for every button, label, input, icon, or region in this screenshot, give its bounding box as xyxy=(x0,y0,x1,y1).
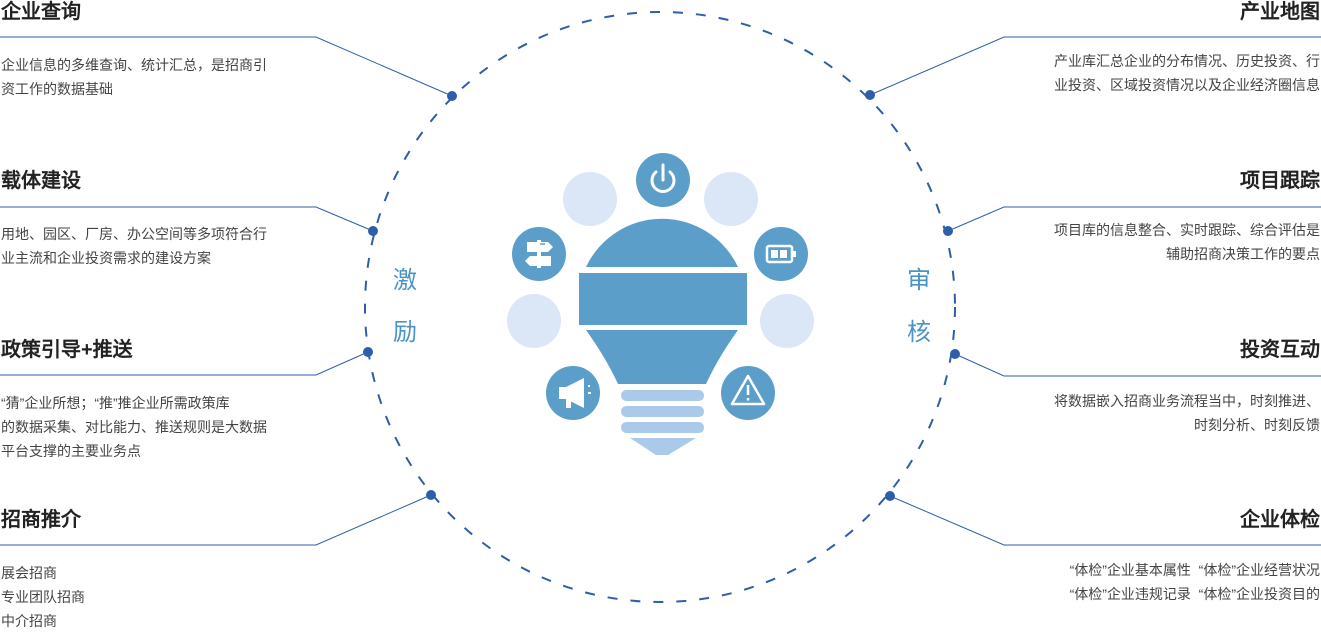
pale-circles xyxy=(507,172,814,348)
title-investment-promotion: 招商推介 xyxy=(1,509,81,531)
title-enterprise-checkup: 企业体检 xyxy=(1240,509,1320,531)
warning-icon xyxy=(721,366,775,420)
title-project-tracking: 项目跟踪 xyxy=(1240,170,1320,192)
power-icon xyxy=(636,153,690,207)
title-investment-interaction: 投资互动 xyxy=(1240,339,1320,361)
desc-project-tracking: 项目库的信息整合、实时跟踪、综合评估是辅助招商决策工作的要点 xyxy=(1054,222,1320,262)
desc-policy-push: “猜”企业所想；“推”推企业所需政策库的数据采集、对比能力、推送规则是大数据平台… xyxy=(1,395,267,459)
review-label: 审核 xyxy=(907,267,931,346)
desc-enterprise-checkup: “体检”企业基本属性 “体检”企业经营状况“体检”企业违规记录 “体检”企业投资… xyxy=(1069,562,1320,602)
dashed-ring xyxy=(364,11,956,603)
desc-investment-interaction: 将数据嵌入招商业务流程当中，时刻推进、时刻分析、时刻反馈 xyxy=(1054,393,1320,433)
desc-enterprise-query: 企业信息的多维查询、统计汇总，是招商引资工作的数据基础 xyxy=(1,57,267,97)
left-connector-dots xyxy=(363,91,457,500)
desc-carrier-construction: 用地、园区、厂房、办公空间等多项符合行业主流和企业投资需求的建设方案 xyxy=(1,226,267,266)
right-connector-dots xyxy=(865,90,960,501)
title-policy-push: 政策引导+推送 xyxy=(1,339,133,361)
title-carrier-construction: 载体建设 xyxy=(1,170,81,192)
megaphone-icon xyxy=(546,366,600,420)
title-industry-map: 产业地图 xyxy=(1240,1,1320,23)
incentive-label: 激励 xyxy=(393,267,417,346)
battery-icon xyxy=(754,227,808,281)
signpost-icon xyxy=(512,227,566,281)
left-connectors xyxy=(0,36,453,546)
lightbulb xyxy=(579,218,747,455)
right-connectors xyxy=(869,36,1321,546)
title-enterprise-query: 企业查询 xyxy=(1,1,81,23)
desc-investment-promotion: 展会招商专业团队招商中介招商 xyxy=(1,565,85,629)
desc-industry-map: 产业库汇总企业的分布情况、历史投资、行业投资、区域投资情况以及企业经济圈信息 xyxy=(1054,53,1320,93)
